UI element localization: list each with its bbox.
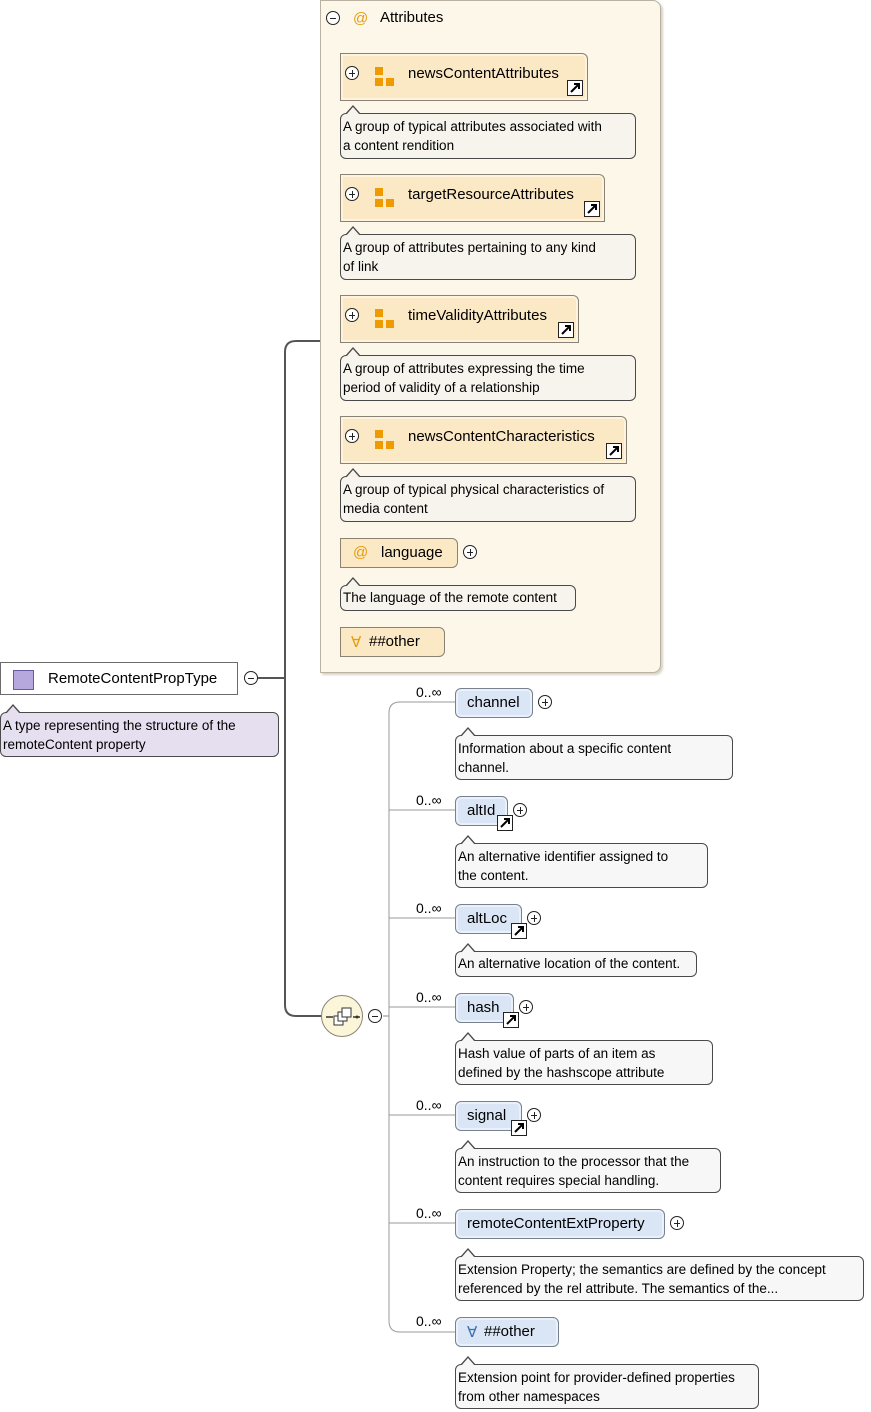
attributes-collapse-icon[interactable] bbox=[326, 11, 340, 25]
cardinality-label: 0..∞ bbox=[416, 1205, 442, 1221]
cardinality-label: 0..∞ bbox=[416, 900, 442, 916]
element-description: An instruction to the processor that the… bbox=[455, 1140, 721, 1193]
cardinality-label: 0..∞ bbox=[416, 989, 442, 1005]
reference-arrow-icon bbox=[497, 815, 513, 831]
element-signal[interactable]: signal bbox=[455, 1101, 527, 1136]
expand-icon[interactable] bbox=[463, 545, 477, 559]
attribute-group-newsContentAttributes[interactable]: newsContentAttributes bbox=[340, 53, 588, 101]
element-any-other[interactable]: ∀ ##other bbox=[455, 1317, 559, 1347]
cardinality-label: 0..∞ bbox=[416, 684, 442, 700]
attribute-description: The language of the remote content bbox=[340, 577, 576, 611]
sequence-icon bbox=[326, 1007, 360, 1026]
element-name: ##other bbox=[484, 1323, 535, 1340]
group-name: newsContentCharacteristics bbox=[408, 428, 595, 445]
element-channel[interactable]: channel bbox=[455, 688, 533, 718]
group-description: A group of attributes expressing the tim… bbox=[340, 347, 636, 401]
expand-icon[interactable] bbox=[670, 1216, 684, 1230]
expand-icon[interactable] bbox=[345, 187, 359, 201]
element-name: hash bbox=[467, 999, 500, 1016]
complex-type-icon bbox=[13, 670, 34, 690]
expand-icon[interactable] bbox=[513, 803, 527, 817]
expand-icon[interactable] bbox=[538, 695, 552, 709]
element-remoteContentExtProperty[interactable]: remoteContentExtProperty bbox=[455, 1209, 665, 1239]
element-name: altId bbox=[467, 802, 496, 819]
reference-arrow-icon bbox=[606, 443, 622, 459]
element-altId[interactable]: altId bbox=[455, 796, 513, 831]
element-hash[interactable]: hash bbox=[455, 993, 519, 1028]
expand-icon[interactable] bbox=[519, 1000, 533, 1014]
attribute-name: ##other bbox=[369, 633, 420, 650]
attribute-group-icon bbox=[375, 309, 395, 329]
group-description: A group of typical attributes associated… bbox=[340, 105, 636, 159]
element-name: signal bbox=[467, 1107, 507, 1124]
cardinality-label: 0..∞ bbox=[416, 792, 442, 808]
attribute-group-icon bbox=[375, 430, 395, 450]
attribute-group-icon bbox=[375, 67, 395, 87]
complex-type-box[interactable]: RemoteContentPropType bbox=[0, 662, 238, 695]
type-name: RemoteContentPropType bbox=[48, 670, 218, 687]
reference-arrow-icon bbox=[511, 1120, 527, 1136]
element-name: altLoc bbox=[467, 910, 508, 927]
expand-icon[interactable] bbox=[345, 308, 359, 322]
reference-arrow-icon bbox=[511, 923, 527, 939]
attribute-any-other[interactable]: ∀ ##other bbox=[340, 627, 445, 657]
attribute-name: language bbox=[381, 544, 443, 561]
attribute-group-targetResourceAttributes[interactable]: targetResourceAttributes bbox=[340, 174, 605, 222]
group-name: newsContentAttributes bbox=[408, 65, 559, 82]
attribute-at-icon: @ bbox=[353, 544, 369, 561]
reference-arrow-icon bbox=[567, 80, 583, 96]
element-name: remoteContentExtProperty bbox=[467, 1215, 645, 1232]
type-description: A type representing the structure of the… bbox=[0, 704, 279, 757]
collapse-icon[interactable] bbox=[244, 671, 258, 685]
group-description: A group of typical physical characterist… bbox=[340, 468, 636, 522]
sequence-compositor[interactable] bbox=[321, 995, 363, 1037]
expand-icon[interactable] bbox=[345, 429, 359, 443]
attribute-language[interactable]: @ language bbox=[340, 538, 458, 568]
attributes-title: Attributes bbox=[380, 9, 444, 26]
expand-icon[interactable] bbox=[527, 911, 541, 925]
attribute-at-icon: @ bbox=[353, 10, 369, 27]
cardinality-label: 0..∞ bbox=[416, 1097, 442, 1113]
group-name: timeValidityAttributes bbox=[408, 307, 547, 324]
any-icon: ∀ bbox=[467, 1324, 478, 1341]
attribute-group-newsContentCharacteristics[interactable]: newsContentCharacteristics bbox=[340, 416, 627, 464]
reference-arrow-icon bbox=[584, 201, 600, 217]
expand-icon[interactable] bbox=[527, 1108, 541, 1122]
element-description: An alternative location of the content. bbox=[455, 943, 697, 977]
attribute-group-timeValidityAttributes[interactable]: timeValidityAttributes bbox=[340, 295, 579, 343]
reference-arrow-icon bbox=[503, 1012, 519, 1028]
expand-icon[interactable] bbox=[345, 66, 359, 80]
element-description: Extension point for provider-defined pro… bbox=[455, 1356, 759, 1409]
any-icon: ∀ bbox=[351, 634, 362, 651]
element-name: channel bbox=[467, 694, 520, 711]
element-altLoc[interactable]: altLoc bbox=[455, 904, 527, 939]
reference-arrow-icon bbox=[558, 322, 574, 338]
group-description: A group of attributes pertaining to any … bbox=[340, 226, 636, 280]
element-description: Extension Property; the semantics are de… bbox=[455, 1248, 864, 1301]
collapse-icon[interactable] bbox=[368, 1009, 382, 1023]
cardinality-label: 0..∞ bbox=[416, 1313, 442, 1329]
attribute-group-icon bbox=[375, 188, 395, 208]
group-name: targetResourceAttributes bbox=[408, 186, 574, 203]
